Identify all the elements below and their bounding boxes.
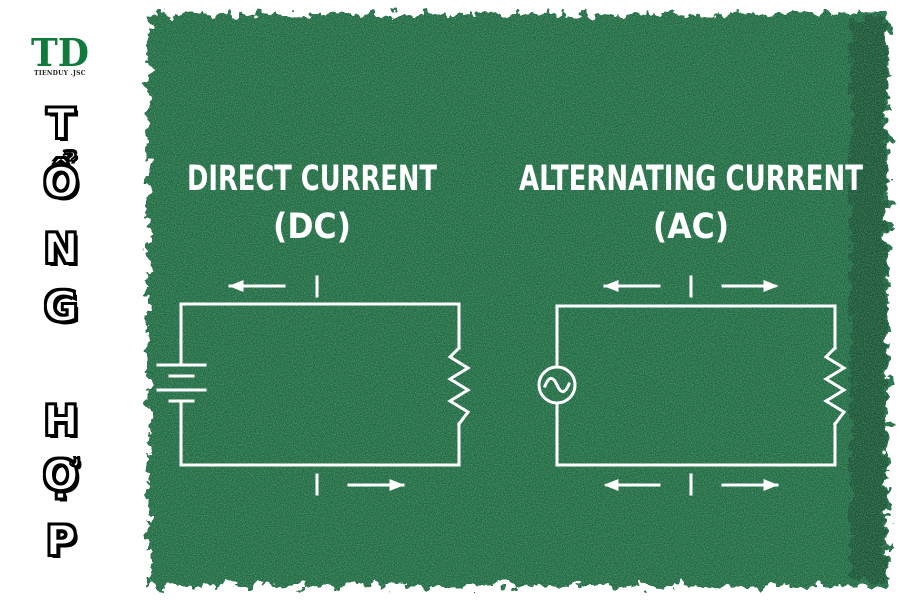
td-logo-icon: TD xyxy=(31,30,89,75)
logo-letters: TD xyxy=(31,30,89,75)
dc-title: DIRECT CURRENT xyxy=(187,159,437,199)
ac-resistor xyxy=(823,345,847,427)
vertical-char-1: T xyxy=(46,99,77,148)
chalk-dust xyxy=(148,14,888,586)
ac-circuit xyxy=(537,275,847,496)
vertical-char-7: P xyxy=(45,516,78,565)
vertical-char-4: G xyxy=(43,282,79,331)
ac-title: ALTERNATING CURRENT xyxy=(519,159,863,199)
dc-circuit xyxy=(156,275,471,496)
ac-source-icon xyxy=(537,365,577,405)
battery-icon xyxy=(156,357,207,410)
dc-wire xyxy=(179,302,461,467)
ac-subtitle: (AC) xyxy=(653,207,729,247)
logo-caption: TIENDUY .JSC xyxy=(34,70,86,77)
vertical-char-6: Ợ xyxy=(42,451,81,500)
dc-resistor xyxy=(447,345,471,427)
vertical-char-2: Ổ xyxy=(42,158,80,207)
vertical-char-3: N xyxy=(42,224,79,273)
dc-subtitle: (DC) xyxy=(273,207,351,247)
ac-wire xyxy=(555,304,837,467)
vertical-char-5: H xyxy=(42,396,79,445)
sidebar: TD TIENDUY .JSC T Ổ N G H Ợ P xyxy=(0,0,130,600)
